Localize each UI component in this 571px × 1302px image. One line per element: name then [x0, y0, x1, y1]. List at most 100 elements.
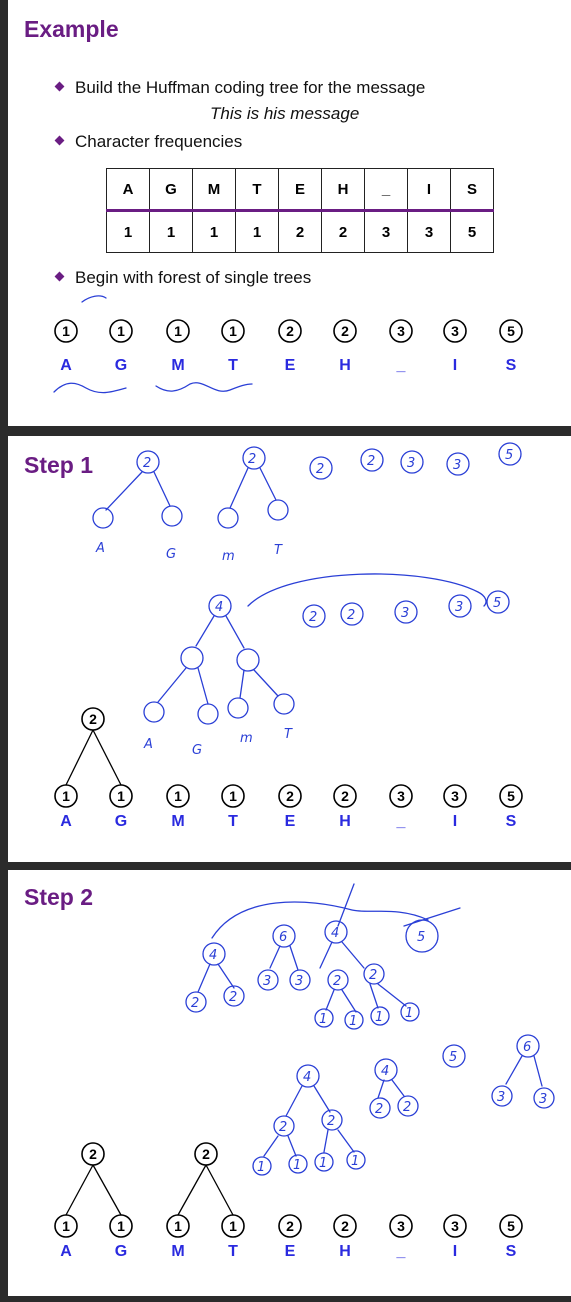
svg-text:1: 1: [349, 1014, 357, 1029]
svg-text:5: 5: [507, 323, 515, 339]
char-label: G: [115, 1243, 127, 1260]
char-label: H: [339, 813, 351, 830]
svg-text:3: 3: [397, 1218, 405, 1234]
svg-text:4: 4: [215, 600, 223, 615]
svg-text:A: A: [143, 737, 153, 752]
svg-text:1: 1: [257, 1160, 265, 1175]
table-cell: 2: [321, 210, 365, 253]
message-text: This is his message: [210, 104, 360, 123]
tree-node: 1: [166, 1214, 190, 1238]
svg-text:1: 1: [229, 1218, 237, 1234]
svg-text:A: A: [95, 541, 105, 556]
frequency-table: A G M T E H _ I S 1 1 1 1 2 2 3 3 5: [106, 168, 494, 253]
tree-node: 1: [109, 319, 133, 343]
char-label: G: [115, 357, 127, 374]
char-label: S: [506, 1243, 517, 1260]
svg-text:5: 5: [449, 1050, 457, 1065]
tree-node: 1: [54, 784, 78, 808]
svg-text:3: 3: [263, 974, 271, 989]
tree-node: 3: [389, 1214, 413, 1238]
ink-underline: [155, 382, 253, 392]
char-label: M: [171, 1243, 184, 1260]
svg-text:1: 1: [174, 788, 182, 804]
tree-node: 1: [54, 1214, 78, 1238]
tree-node: 2: [333, 1214, 357, 1238]
tree-node: 2: [194, 1142, 218, 1166]
ink-trees: 4 6 4 5 2 2 3 3 2 2 1 1 1 1 4 2 2 1: [185, 883, 555, 1176]
svg-text:1: 1: [229, 788, 237, 804]
table-cell: S: [450, 168, 494, 212]
step2-diagram: 4 6 4 5 2 2 3 3 2 2 1 1 1 1 4 2 2 1: [54, 883, 555, 1260]
char-label: T: [228, 1243, 238, 1260]
slide-step-1: Step 1 2 A G 2 m T 2 2 3 3 5 4: [8, 436, 571, 862]
char-label: A: [60, 813, 72, 830]
tree-node: 2: [81, 1142, 105, 1166]
svg-text:3: 3: [397, 788, 405, 804]
svg-text:6: 6: [523, 1040, 531, 1055]
char-label: I: [453, 357, 457, 374]
svg-text:4: 4: [303, 1070, 311, 1085]
svg-text:2: 2: [286, 788, 294, 804]
tree-edge: [65, 1164, 94, 1216]
svg-text:3: 3: [453, 458, 461, 473]
tree-node: 2: [278, 1214, 302, 1238]
svg-text:1: 1: [405, 1006, 413, 1021]
bullet-frequencies: Character frequencies: [54, 132, 243, 152]
svg-text:2: 2: [286, 323, 294, 339]
table-row-freqs: 1 1 1 1 2 2 3 3 5: [106, 210, 494, 253]
svg-text:2: 2: [327, 1114, 335, 1129]
tree-node: 2: [333, 319, 357, 343]
table-cell: T: [235, 168, 279, 212]
ink-trees: 2 A G 2 m T 2 2 3 3 5 4 A G: [92, 442, 522, 758]
bullet-text: Character frequencies: [75, 132, 243, 151]
char-label: S: [506, 357, 517, 374]
svg-text:1: 1: [319, 1156, 327, 1171]
svg-text:2: 2: [202, 1146, 210, 1162]
svg-text:6: 6: [279, 930, 287, 945]
table-cell: 1: [106, 210, 150, 253]
tree-node: 1: [166, 784, 190, 808]
merged-trees: 2: [65, 707, 122, 786]
slide-title: Example: [24, 16, 119, 42]
tree-node: 1: [221, 1214, 245, 1238]
char-label: H: [339, 1243, 351, 1260]
svg-text:3: 3: [407, 456, 415, 471]
tree-node: 5: [499, 784, 523, 808]
table-cell: E: [278, 168, 322, 212]
svg-text:2: 2: [309, 610, 317, 625]
char-label: I: [453, 813, 457, 830]
bullet-build-tree: Build the Huffman coding tree for the me…: [54, 78, 425, 98]
svg-text:5: 5: [493, 596, 501, 611]
svg-text:2: 2: [375, 1102, 383, 1117]
svg-text:m: m: [222, 549, 235, 564]
char-label: E: [285, 1243, 296, 1260]
svg-text:2: 2: [89, 711, 97, 727]
char-label: T: [228, 357, 238, 374]
tree-node: 1: [109, 784, 133, 808]
svg-text:2: 2: [333, 974, 341, 989]
svg-text:2: 2: [89, 1146, 97, 1162]
bullet-forest: Begin with forest of single trees: [54, 268, 311, 288]
char-label: E: [285, 813, 296, 830]
svg-text:1: 1: [351, 1154, 359, 1169]
tree-node: 1: [166, 319, 190, 343]
tree-edge: [205, 1164, 234, 1216]
table-row-chars: A G M T E H _ I S: [106, 168, 494, 212]
char-label: _: [396, 357, 407, 374]
char-label: I: [453, 1243, 457, 1260]
tree-edge: [65, 729, 94, 786]
svg-text:3: 3: [539, 1092, 547, 1107]
tree-node: 2: [333, 784, 357, 808]
tree-node: 2: [278, 319, 302, 343]
table-cell: 5: [450, 210, 494, 253]
svg-text:3: 3: [451, 788, 459, 804]
svg-text:1: 1: [174, 1218, 182, 1234]
svg-text:3: 3: [401, 606, 409, 621]
table-cell: H: [321, 168, 365, 212]
tree-node: 1: [221, 319, 245, 343]
char-label: H: [339, 357, 351, 374]
